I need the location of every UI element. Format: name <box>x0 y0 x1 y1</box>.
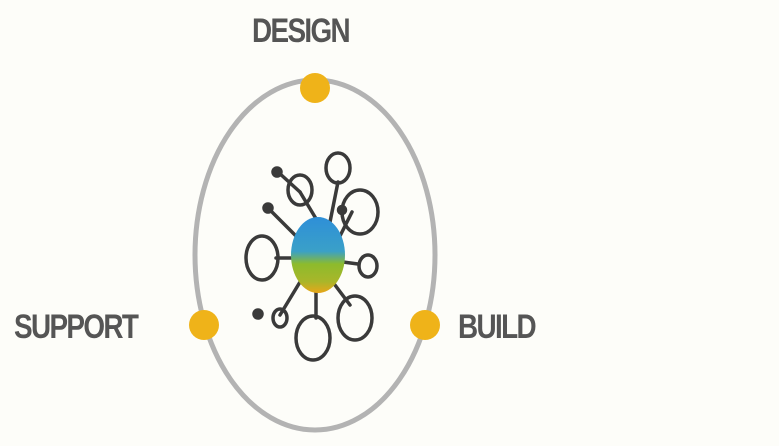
design-node <box>300 73 330 103</box>
support-node <box>189 310 219 340</box>
stage-label-support: SUPPORT <box>14 308 139 346</box>
network-core <box>291 217 345 293</box>
stage-label-design: DESIGN <box>252 12 351 50</box>
stage-label-build: BUILD <box>458 308 537 346</box>
network-hub-icon <box>244 151 380 362</box>
build-node <box>410 310 440 340</box>
